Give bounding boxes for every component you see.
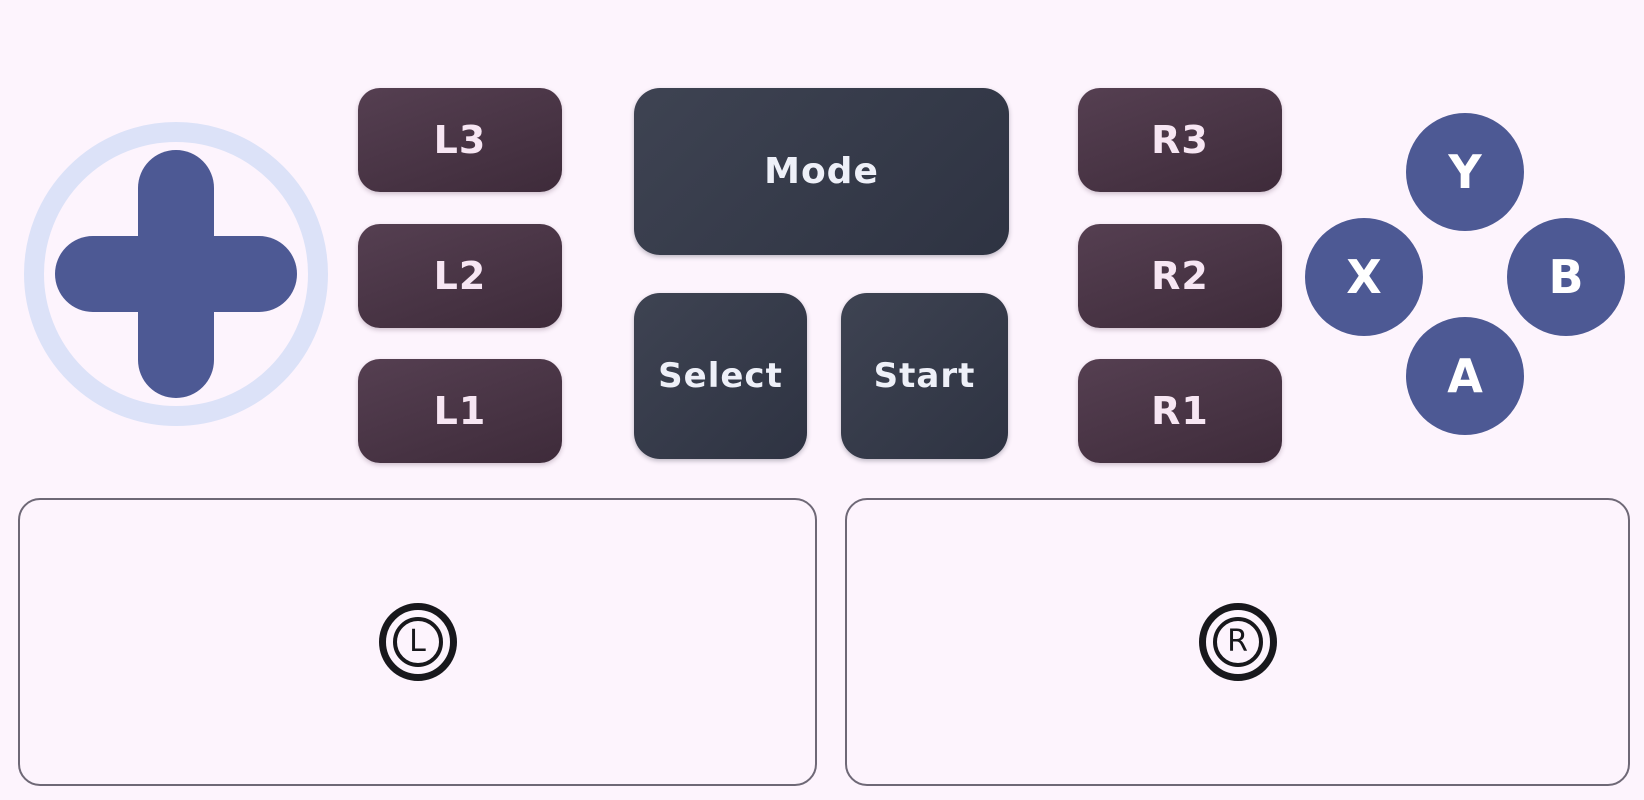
right-stick-letter: R — [1212, 617, 1263, 667]
y-button[interactable]: Y — [1406, 113, 1524, 231]
right-stick-zone[interactable]: R — [845, 498, 1630, 786]
a-button[interactable]: A — [1406, 317, 1524, 435]
left-stick-letter: L — [392, 617, 443, 667]
l1-button[interactable]: L1 — [358, 359, 562, 463]
l3-button[interactable]: L3 — [358, 88, 562, 192]
r1-button[interactable]: R1 — [1078, 359, 1282, 463]
right-stick-icon: R — [1198, 603, 1277, 681]
dpad[interactable] — [24, 122, 328, 426]
l2-button[interactable]: L2 — [358, 224, 562, 328]
left-stick-icon: L — [378, 603, 457, 681]
dpad-cross-vertical — [138, 150, 214, 398]
start-button[interactable]: Start — [841, 293, 1008, 459]
select-button[interactable]: Select — [634, 293, 807, 459]
b-button[interactable]: B — [1507, 218, 1625, 336]
r2-button[interactable]: R2 — [1078, 224, 1282, 328]
x-button[interactable]: X — [1305, 218, 1423, 336]
left-stick-zone[interactable]: L — [18, 498, 817, 786]
r3-button[interactable]: R3 — [1078, 88, 1282, 192]
mode-button[interactable]: Mode — [634, 88, 1009, 255]
